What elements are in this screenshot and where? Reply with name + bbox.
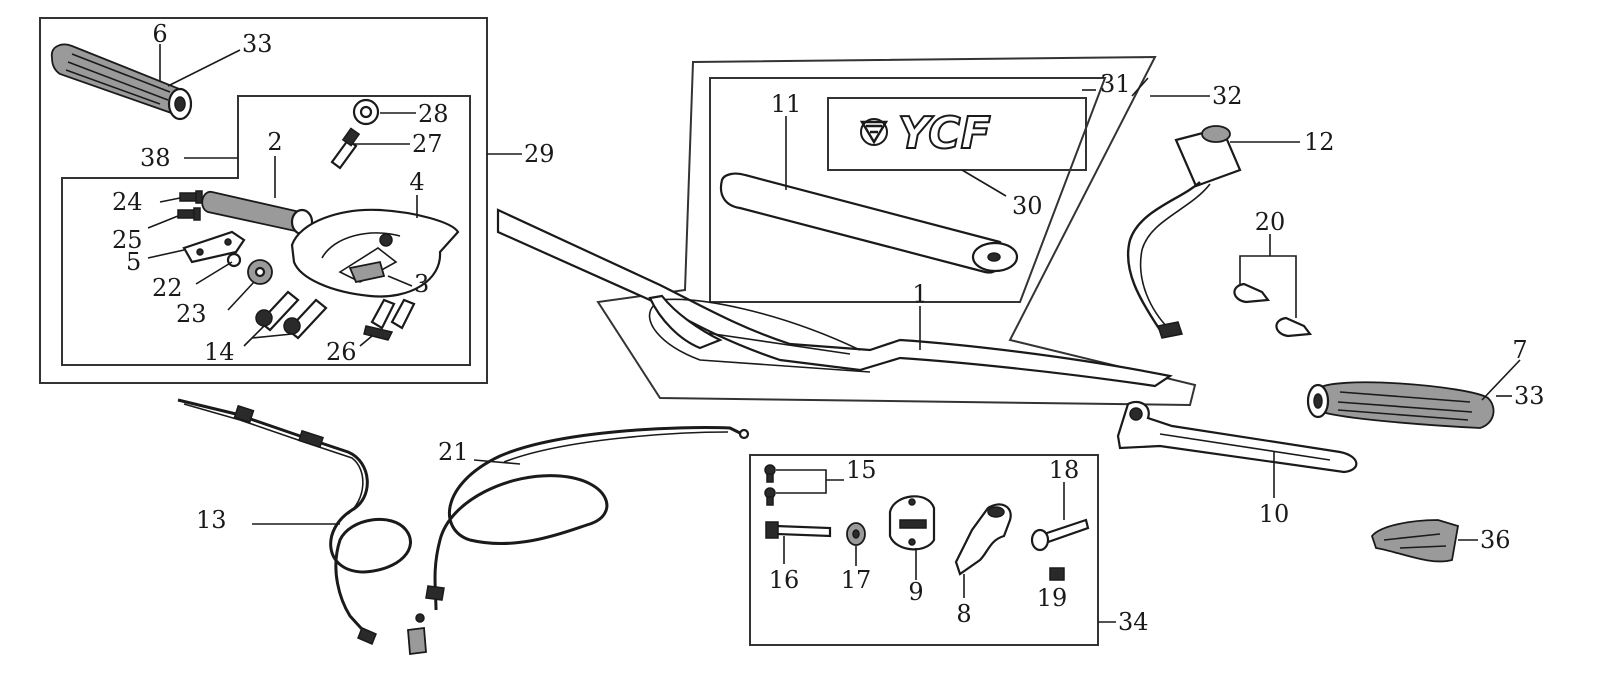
cover-36 xyxy=(1370,519,1460,563)
label-30: 30 xyxy=(1012,192,1043,220)
label-19: 19 xyxy=(1037,584,1068,612)
label-34: 34 xyxy=(1118,608,1149,636)
throttle-housing-subbox xyxy=(61,95,471,366)
label-1: 1 xyxy=(912,280,927,308)
label-16: 16 xyxy=(769,566,800,594)
label-23: 23 xyxy=(176,300,207,328)
label-6: 6 xyxy=(152,20,167,48)
grip-left xyxy=(50,43,193,121)
callout-labels: 6 33 28 27 38 2 4 29 24 25 5 22 3 23 14 … xyxy=(112,20,1545,636)
label-24: 24 xyxy=(112,188,143,216)
adjusters-26 xyxy=(363,298,416,341)
label-13: 13 xyxy=(196,506,227,534)
label-7: 7 xyxy=(1512,336,1527,364)
label-11: 11 xyxy=(771,90,802,118)
bolt-18 xyxy=(1030,518,1090,552)
bolt-16 xyxy=(765,521,832,539)
bracket-8 xyxy=(954,503,1012,576)
grip-right-7 xyxy=(1306,381,1495,429)
washers-22-23 xyxy=(226,252,273,285)
nut-17 xyxy=(846,522,866,546)
leader-lines xyxy=(147,44,1521,623)
label-38: 38 xyxy=(140,144,171,172)
adjusters-14 xyxy=(255,290,328,340)
throttle-tube-2 xyxy=(201,191,314,236)
throttle-assembly-box xyxy=(39,17,488,384)
handlebar-1 xyxy=(496,208,1173,388)
label-9: 9 xyxy=(908,578,923,606)
label-5: 5 xyxy=(126,248,141,276)
nut-28 xyxy=(352,98,380,126)
logo-text: YCF xyxy=(898,108,991,159)
label-33-right: 33 xyxy=(1514,382,1545,410)
switch-12 xyxy=(1126,125,1242,339)
label-25: 25 xyxy=(112,226,143,254)
label-3: 3 xyxy=(414,270,429,298)
label-20: 20 xyxy=(1255,208,1286,236)
label-10: 10 xyxy=(1259,500,1290,528)
nut-19 xyxy=(1049,567,1065,581)
logo-box xyxy=(827,97,1087,171)
screw-27 xyxy=(330,127,361,170)
label-32: 32 xyxy=(1212,82,1243,110)
throttle-housing-4 xyxy=(290,208,460,298)
label-15: 15 xyxy=(846,456,877,484)
label-36: 36 xyxy=(1480,526,1511,554)
handlebar-pad-subbox xyxy=(709,77,1107,303)
clips-20 xyxy=(1233,282,1313,338)
label-8: 8 xyxy=(956,600,971,628)
cable-13 xyxy=(177,398,412,645)
label-28: 28 xyxy=(418,100,449,128)
label-14: 14 xyxy=(204,338,235,366)
label-27: 27 xyxy=(412,130,443,158)
label-22: 22 xyxy=(152,274,183,302)
label-31: 31 xyxy=(1100,70,1131,98)
label-21: 21 xyxy=(438,438,469,466)
label-2: 2 xyxy=(267,128,282,156)
handlebar-pad-11 xyxy=(719,172,1019,274)
clamp-9 xyxy=(888,495,936,551)
label-33-left: 33 xyxy=(242,30,273,58)
plate-5 xyxy=(182,230,246,264)
cable-21 xyxy=(407,426,750,656)
screws-15 xyxy=(764,464,776,506)
label-26: 26 xyxy=(326,338,357,366)
label-4: 4 xyxy=(409,168,424,196)
label-18: 18 xyxy=(1049,456,1080,484)
ycf-logo: YCF xyxy=(859,107,992,160)
lever-10 xyxy=(1116,400,1358,474)
bolts-24-25 xyxy=(177,190,203,221)
label-29: 29 xyxy=(524,140,555,168)
label-12: 12 xyxy=(1304,128,1335,156)
lever-bracket-box xyxy=(749,454,1099,646)
label-17: 17 xyxy=(841,566,872,594)
